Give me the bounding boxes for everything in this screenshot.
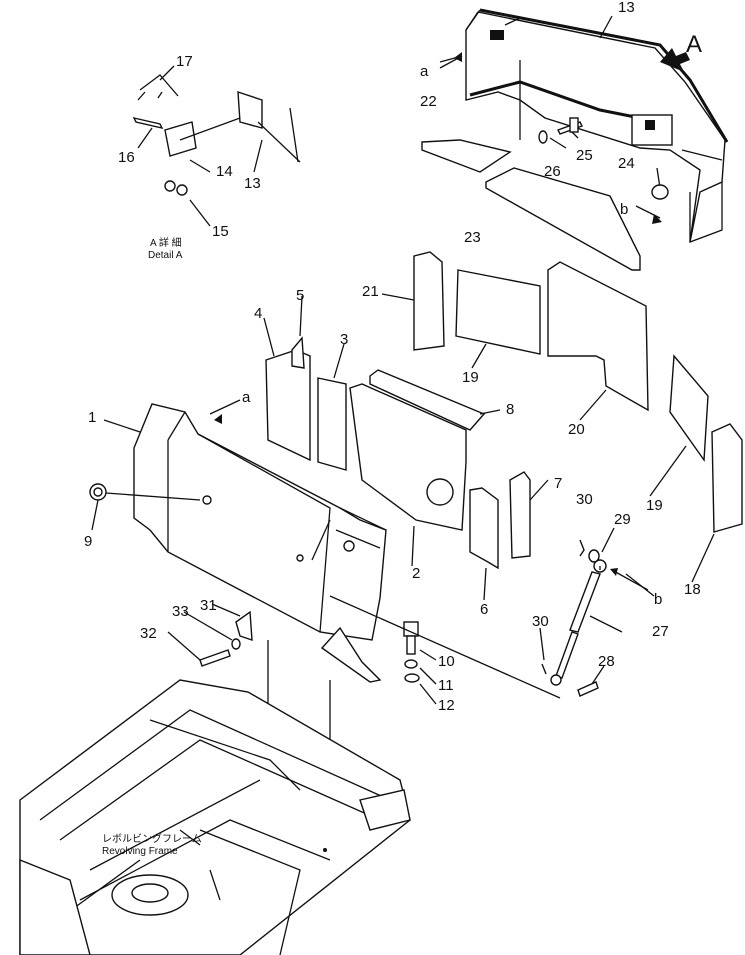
panel-7 xyxy=(509,471,531,559)
gas-spring-27 xyxy=(550,559,607,686)
callout-4: 4 xyxy=(254,305,262,322)
panel-4 xyxy=(265,349,311,462)
frame-label-en: Revolving Frame xyxy=(102,846,178,857)
bracket-plate xyxy=(320,626,382,683)
pin-30-lower xyxy=(541,663,547,675)
callout-24: 24 xyxy=(618,155,635,172)
callout-9: 9 xyxy=(84,533,92,550)
panel-19-upper xyxy=(455,269,541,355)
callout-14: 14 xyxy=(216,163,233,180)
frame-leader xyxy=(179,829,201,846)
callout-13-top: 13 xyxy=(618,0,635,16)
grommet-9 xyxy=(89,483,107,501)
bolt-32 xyxy=(199,649,231,667)
washer-12 xyxy=(404,673,420,683)
callout-6: 6 xyxy=(480,601,488,618)
callout-16: 16 xyxy=(118,149,135,166)
panel-19-lower xyxy=(669,354,709,463)
callout-33: 33 xyxy=(172,603,189,620)
ref-b-top: b xyxy=(620,201,628,218)
ref-a-mid: a xyxy=(242,389,251,406)
callout-29: 29 xyxy=(614,511,631,528)
callout-8: 8 xyxy=(506,401,514,418)
bolt-10 xyxy=(403,621,419,655)
pin-30-upper xyxy=(579,539,585,557)
callout-19-lower: 19 xyxy=(646,497,663,514)
callout-31: 31 xyxy=(200,597,217,614)
callout-5: 5 xyxy=(296,287,304,304)
detail-label-jp: A 詳 細 xyxy=(150,236,182,249)
callout-13-detail: 13 xyxy=(244,175,261,192)
callout-30-upper: 30 xyxy=(576,491,593,508)
callout-28: 28 xyxy=(598,653,615,670)
callout-10: 10 xyxy=(438,653,455,670)
panel-6 xyxy=(469,487,499,570)
callout-12: 12 xyxy=(438,697,455,714)
panel-23 xyxy=(485,167,641,271)
ref-b-mid: b xyxy=(654,591,662,608)
callout-26: 26 xyxy=(544,163,561,180)
callout-19-upper: 19 xyxy=(462,369,479,386)
callout-18: 18 xyxy=(684,581,701,598)
washer-11 xyxy=(404,659,418,669)
callout-22: 22 xyxy=(420,93,437,110)
callout-2: 2 xyxy=(412,565,420,582)
callout-17: 17 xyxy=(176,53,193,70)
callout-21: 21 xyxy=(362,283,379,300)
frame-label-jp: レボルビングフレーム xyxy=(102,832,202,845)
callout-23: 23 xyxy=(464,229,481,246)
panel-3 xyxy=(317,377,347,471)
ref-a-top: a xyxy=(420,63,429,80)
callout-1: 1 xyxy=(88,409,96,426)
detail-a xyxy=(132,74,301,196)
panel-5 xyxy=(291,336,305,369)
view-letter: A xyxy=(686,31,702,58)
callout-11: 11 xyxy=(438,677,454,694)
view-a-arrow: A xyxy=(660,31,702,72)
nut-24 xyxy=(651,184,669,200)
bracket-31 xyxy=(235,610,253,641)
washer-29 xyxy=(588,549,600,563)
callout-27: 27 xyxy=(652,623,669,640)
revolving-frame xyxy=(19,679,411,955)
washer-33 xyxy=(231,638,241,650)
hood-part-1 xyxy=(133,403,387,641)
panel-21 xyxy=(413,251,445,351)
callout-25: 25 xyxy=(576,147,593,164)
callout-3: 3 xyxy=(340,331,348,348)
panel-20 xyxy=(547,261,649,412)
callout-30-lower: 30 xyxy=(532,613,549,630)
bolt-25 xyxy=(557,117,583,135)
panel-2-hole xyxy=(426,478,454,506)
detail-label-en: Detail A xyxy=(148,250,183,261)
washer-26 xyxy=(538,130,548,144)
cover-part-13 xyxy=(465,8,729,243)
panel-22 xyxy=(421,139,512,173)
callout-32: 32 xyxy=(140,625,157,642)
callout-20: 20 xyxy=(568,421,585,438)
strip-8 xyxy=(369,369,486,431)
callout-7: 7 xyxy=(554,475,562,492)
callout-15: 15 xyxy=(212,223,229,240)
panel-18 xyxy=(711,423,743,533)
bolt-28 xyxy=(577,681,599,697)
